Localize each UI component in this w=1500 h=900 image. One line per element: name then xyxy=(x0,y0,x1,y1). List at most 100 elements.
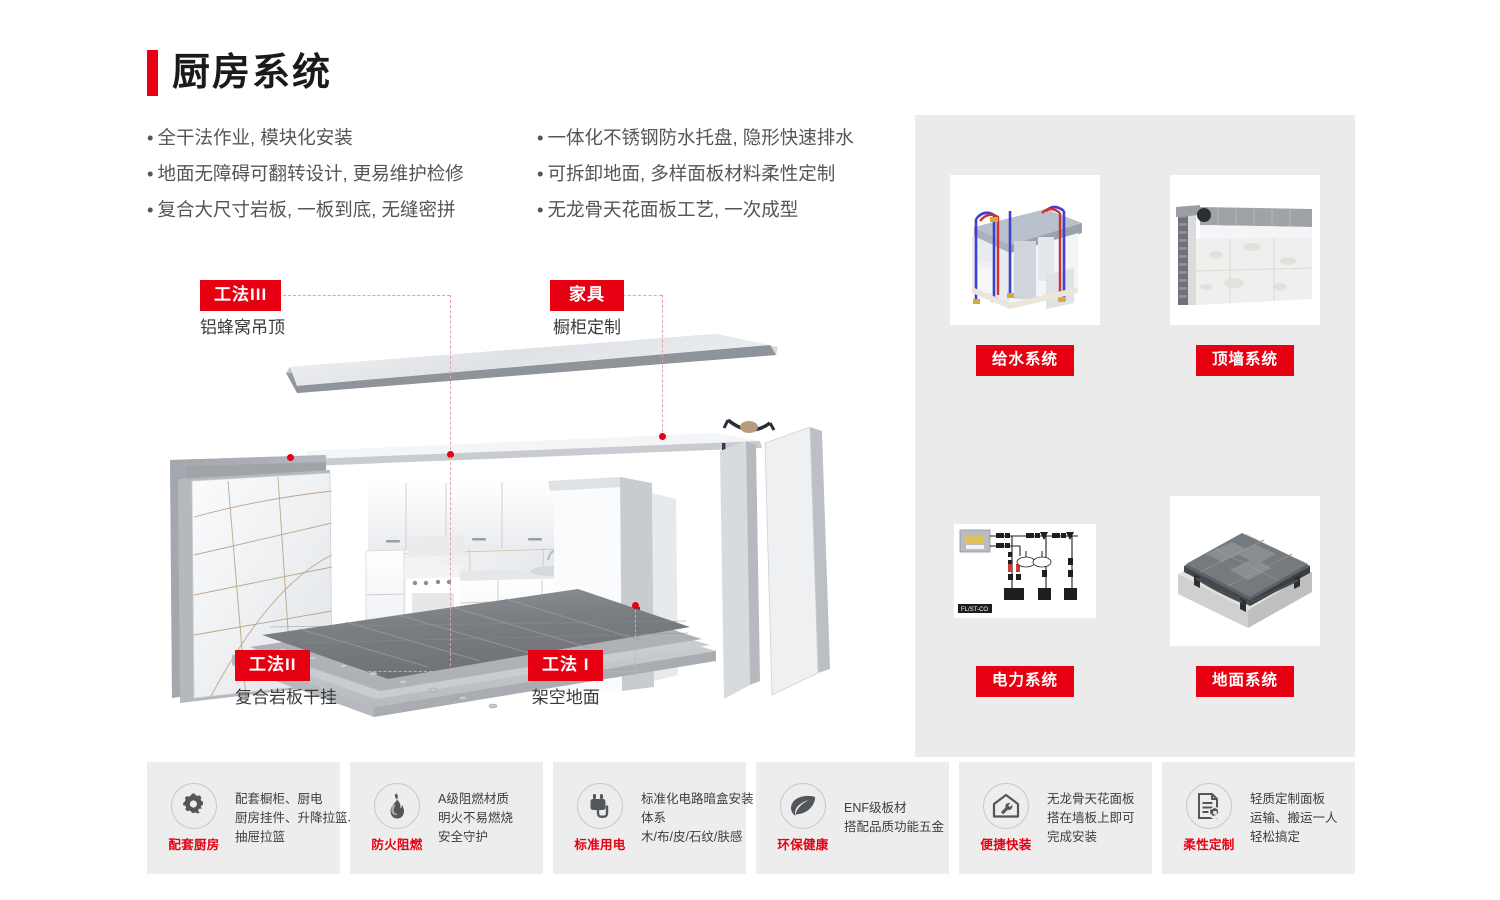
feature-bullet-lists: •全干法作业, 模块化安装 •地面无障碍可翻转设计, 更易维护检修 •复合大尺寸… xyxy=(147,126,947,221)
bullet-text: 可拆卸地面, 多样面板材料柔性定制 xyxy=(547,163,836,185)
callout-gongfa-3[interactable]: 工法III 铝蜂窝吊顶 xyxy=(200,280,285,338)
leader-line xyxy=(635,605,636,671)
ceiling-panel-layer xyxy=(286,334,778,393)
bullet-text: 无龙骨天花面板工艺, 一次成型 xyxy=(547,199,799,221)
system-card-label: 顶墙系统 xyxy=(1195,345,1294,376)
feature-text-line: 明火不易燃烧 xyxy=(438,810,514,825)
bullet-item: •可拆卸地面, 多样面板材料柔性定制 xyxy=(537,162,947,185)
feature-icon-group: 标准用电 xyxy=(567,783,633,853)
leader-line xyxy=(602,671,638,672)
feature-icon-group: 配套厨房 xyxy=(161,783,227,853)
bullet-dot-icon: • xyxy=(537,199,544,221)
callout-gongfa-2[interactable]: 工法II 复合岩板干挂 xyxy=(235,650,337,708)
ceiling-wall-3d-thumbnail-icon xyxy=(1170,175,1320,326)
feature-text-line: 标准化电路暗盒安装 xyxy=(641,791,754,806)
feature-strip: 配套厨房 配套橱柜、厨电 厨房挂件、升降拉篮、 抽屉拉篮 防火阻燃 A级 xyxy=(147,762,1355,874)
feature-text: 标准化电路暗盒安装 体系 木/布/皮/石纹/肤感 xyxy=(641,790,754,847)
bullet-item: •一体化不锈钢防水托盘, 隐形快速排水 xyxy=(537,126,947,149)
exploded-kitchen-3d-model xyxy=(170,334,830,717)
feature-card-eco-health[interactable]: 环保健康 ENF级板材 搭配品质功能五金 xyxy=(756,762,949,874)
feature-text: 轻质定制面板 运输、搬运一人 轻松搞定 xyxy=(1250,790,1338,847)
feature-text-line: 木/布/皮/石纹/肤感 xyxy=(641,829,743,844)
title-accent-bar xyxy=(147,50,158,96)
raised-floor-assembly xyxy=(232,589,716,717)
bullet-item: •无龙骨天花面板工艺, 一次成型 xyxy=(537,198,947,221)
callout-chip-label: 工法 I xyxy=(528,650,604,681)
ceiling-sub-panel-layer xyxy=(305,433,762,466)
system-card-electrical[interactable]: FL/ST-CO 电力系统 xyxy=(915,436,1135,757)
feature-text-line: 轻松搞定 xyxy=(1250,829,1301,844)
feature-icon-group: 防火阻燃 xyxy=(364,783,430,853)
leader-line xyxy=(450,295,451,455)
system-card-ceiling-wall[interactable]: 顶墙系统 xyxy=(1135,115,1355,436)
feature-text-line: 无龙骨天花面板 xyxy=(1047,791,1135,806)
bullet-dot-icon: • xyxy=(147,127,154,148)
feature-card-flexible-custom[interactable]: 柔性定制 轻质定制面板 运输、搬运一人 轻松搞定 xyxy=(1162,762,1355,874)
bullet-column-right: •一体化不锈钢防水托盘, 隐形快速排水 •可拆卸地面, 多样面板材料柔性定制 •… xyxy=(537,126,947,221)
feature-text-line: 安全守护 xyxy=(438,829,489,844)
feature-icon-label: 配套厨房 xyxy=(168,838,220,852)
bullet-item: •复合大尺寸岩板, 一板到底, 无缝密拼 xyxy=(147,198,537,221)
leader-endpoint-dot xyxy=(447,451,454,458)
system-card-label: 给水系统 xyxy=(975,345,1074,376)
feature-card-fire-resistant[interactable]: 防火阻燃 A级阻燃材质 明火不易燃烧 安全守护 xyxy=(350,762,543,874)
feature-text: 配套橱柜、厨电 厨房挂件、升降拉篮、 抽屉拉篮 xyxy=(235,790,360,847)
feature-icon-group: 柔性定制 xyxy=(1176,783,1242,853)
electrical-diagram-thumbnail-icon: FL/ST-CO xyxy=(950,496,1100,646)
feature-text-line: 厨房挂件、升降拉篮、 xyxy=(235,810,361,825)
document-gear-icon xyxy=(1186,783,1232,829)
leader-line xyxy=(450,457,451,671)
system-card-label: 地面系统 xyxy=(1195,666,1294,697)
bullet-column-left: •全干法作业, 模块化安装 •地面无障碍可翻转设计, 更易维护检修 •复合大尺寸… xyxy=(147,126,537,221)
leader-endpoint-dot xyxy=(287,454,294,461)
house-wrench-icon xyxy=(983,783,1029,829)
bullet-dot-icon: • xyxy=(147,163,154,185)
feature-card-kitchen-package[interactable]: 配套厨房 配套橱柜、厨电 厨房挂件、升降拉篮、 抽屉拉篮 xyxy=(147,762,360,874)
bullet-text: 全干法作业, 模块化安装 xyxy=(157,127,353,148)
callout-sub-label: 橱柜定制 xyxy=(553,317,621,337)
svg-text:FL/ST-CO: FL/ST-CO xyxy=(961,607,988,613)
feature-icon-label: 防火阻燃 xyxy=(371,838,423,852)
flame-icon xyxy=(374,783,420,829)
power-plug-icon xyxy=(577,783,623,829)
system-card-floor[interactable]: 地面系统 xyxy=(1135,436,1355,757)
water-supply-3d-thumbnail-icon xyxy=(950,175,1100,326)
bullet-item: •地面无障碍可翻转设计, 更易维护检修 xyxy=(147,162,537,185)
page-title: 厨房系统 xyxy=(147,50,332,96)
feature-icon-label: 标准用电 xyxy=(574,838,626,852)
bullet-text: 复合大尺寸岩板, 一板到底, 无缝密拼 xyxy=(157,199,456,221)
feature-text-line: 运输、搬运一人 xyxy=(1250,810,1338,825)
callout-chip-label: 工法II xyxy=(235,650,311,681)
right-wall-panels xyxy=(720,426,830,699)
system-card-water-supply[interactable]: 给水系统 xyxy=(915,115,1135,436)
system-modules-panel: 给水系统 xyxy=(915,115,1355,757)
page-title-text: 厨房系统 xyxy=(172,52,333,94)
callout-gongfa-1[interactable]: 工法 I 架空地面 xyxy=(528,650,604,708)
leader-endpoint-dot xyxy=(659,433,666,440)
bullet-text: 一体化不锈钢防水托盘, 隐形快速排水 xyxy=(547,127,854,148)
system-card-label: 电力系统 xyxy=(975,666,1074,697)
feature-icon-label: 环保健康 xyxy=(777,838,829,852)
leader-endpoint-dot xyxy=(632,602,639,609)
feature-text-line: 配套橱柜、厨电 xyxy=(235,791,323,806)
feature-text-line: 搭配品质功能五金 xyxy=(844,820,945,834)
feature-text-line: 抽屉拉篮 xyxy=(235,829,286,844)
callout-furniture[interactable]: 家具 橱柜定制 xyxy=(550,280,624,338)
feature-text-line: 轻质定制面板 xyxy=(1250,791,1326,806)
leader-line xyxy=(612,295,662,296)
callout-sub-label: 复合岩板干挂 xyxy=(235,687,337,707)
feature-icon-group: 便捷快装 xyxy=(973,783,1039,853)
feature-text-line: 搭在墙板上即可 xyxy=(1047,810,1135,825)
callout-sub-label: 架空地面 xyxy=(531,687,600,707)
feature-card-standard-electric[interactable]: 标准用电 标准化电路暗盒安装 体系 木/布/皮/石纹/肤感 xyxy=(553,762,754,874)
leaf-icon xyxy=(780,783,826,829)
bullet-dot-icon: • xyxy=(537,127,544,148)
feature-text-line: A级阻燃材质 xyxy=(438,791,509,806)
feature-icon-group: 环保健康 xyxy=(770,783,836,853)
leader-line xyxy=(662,295,663,437)
system-modules-grid: 给水系统 xyxy=(915,115,1355,757)
feature-card-quick-install[interactable]: 便捷快装 无龙骨天花面板 搭在墙板上即可 完成安装 xyxy=(959,762,1152,874)
leader-line xyxy=(278,295,450,296)
gear-icon xyxy=(171,783,217,829)
